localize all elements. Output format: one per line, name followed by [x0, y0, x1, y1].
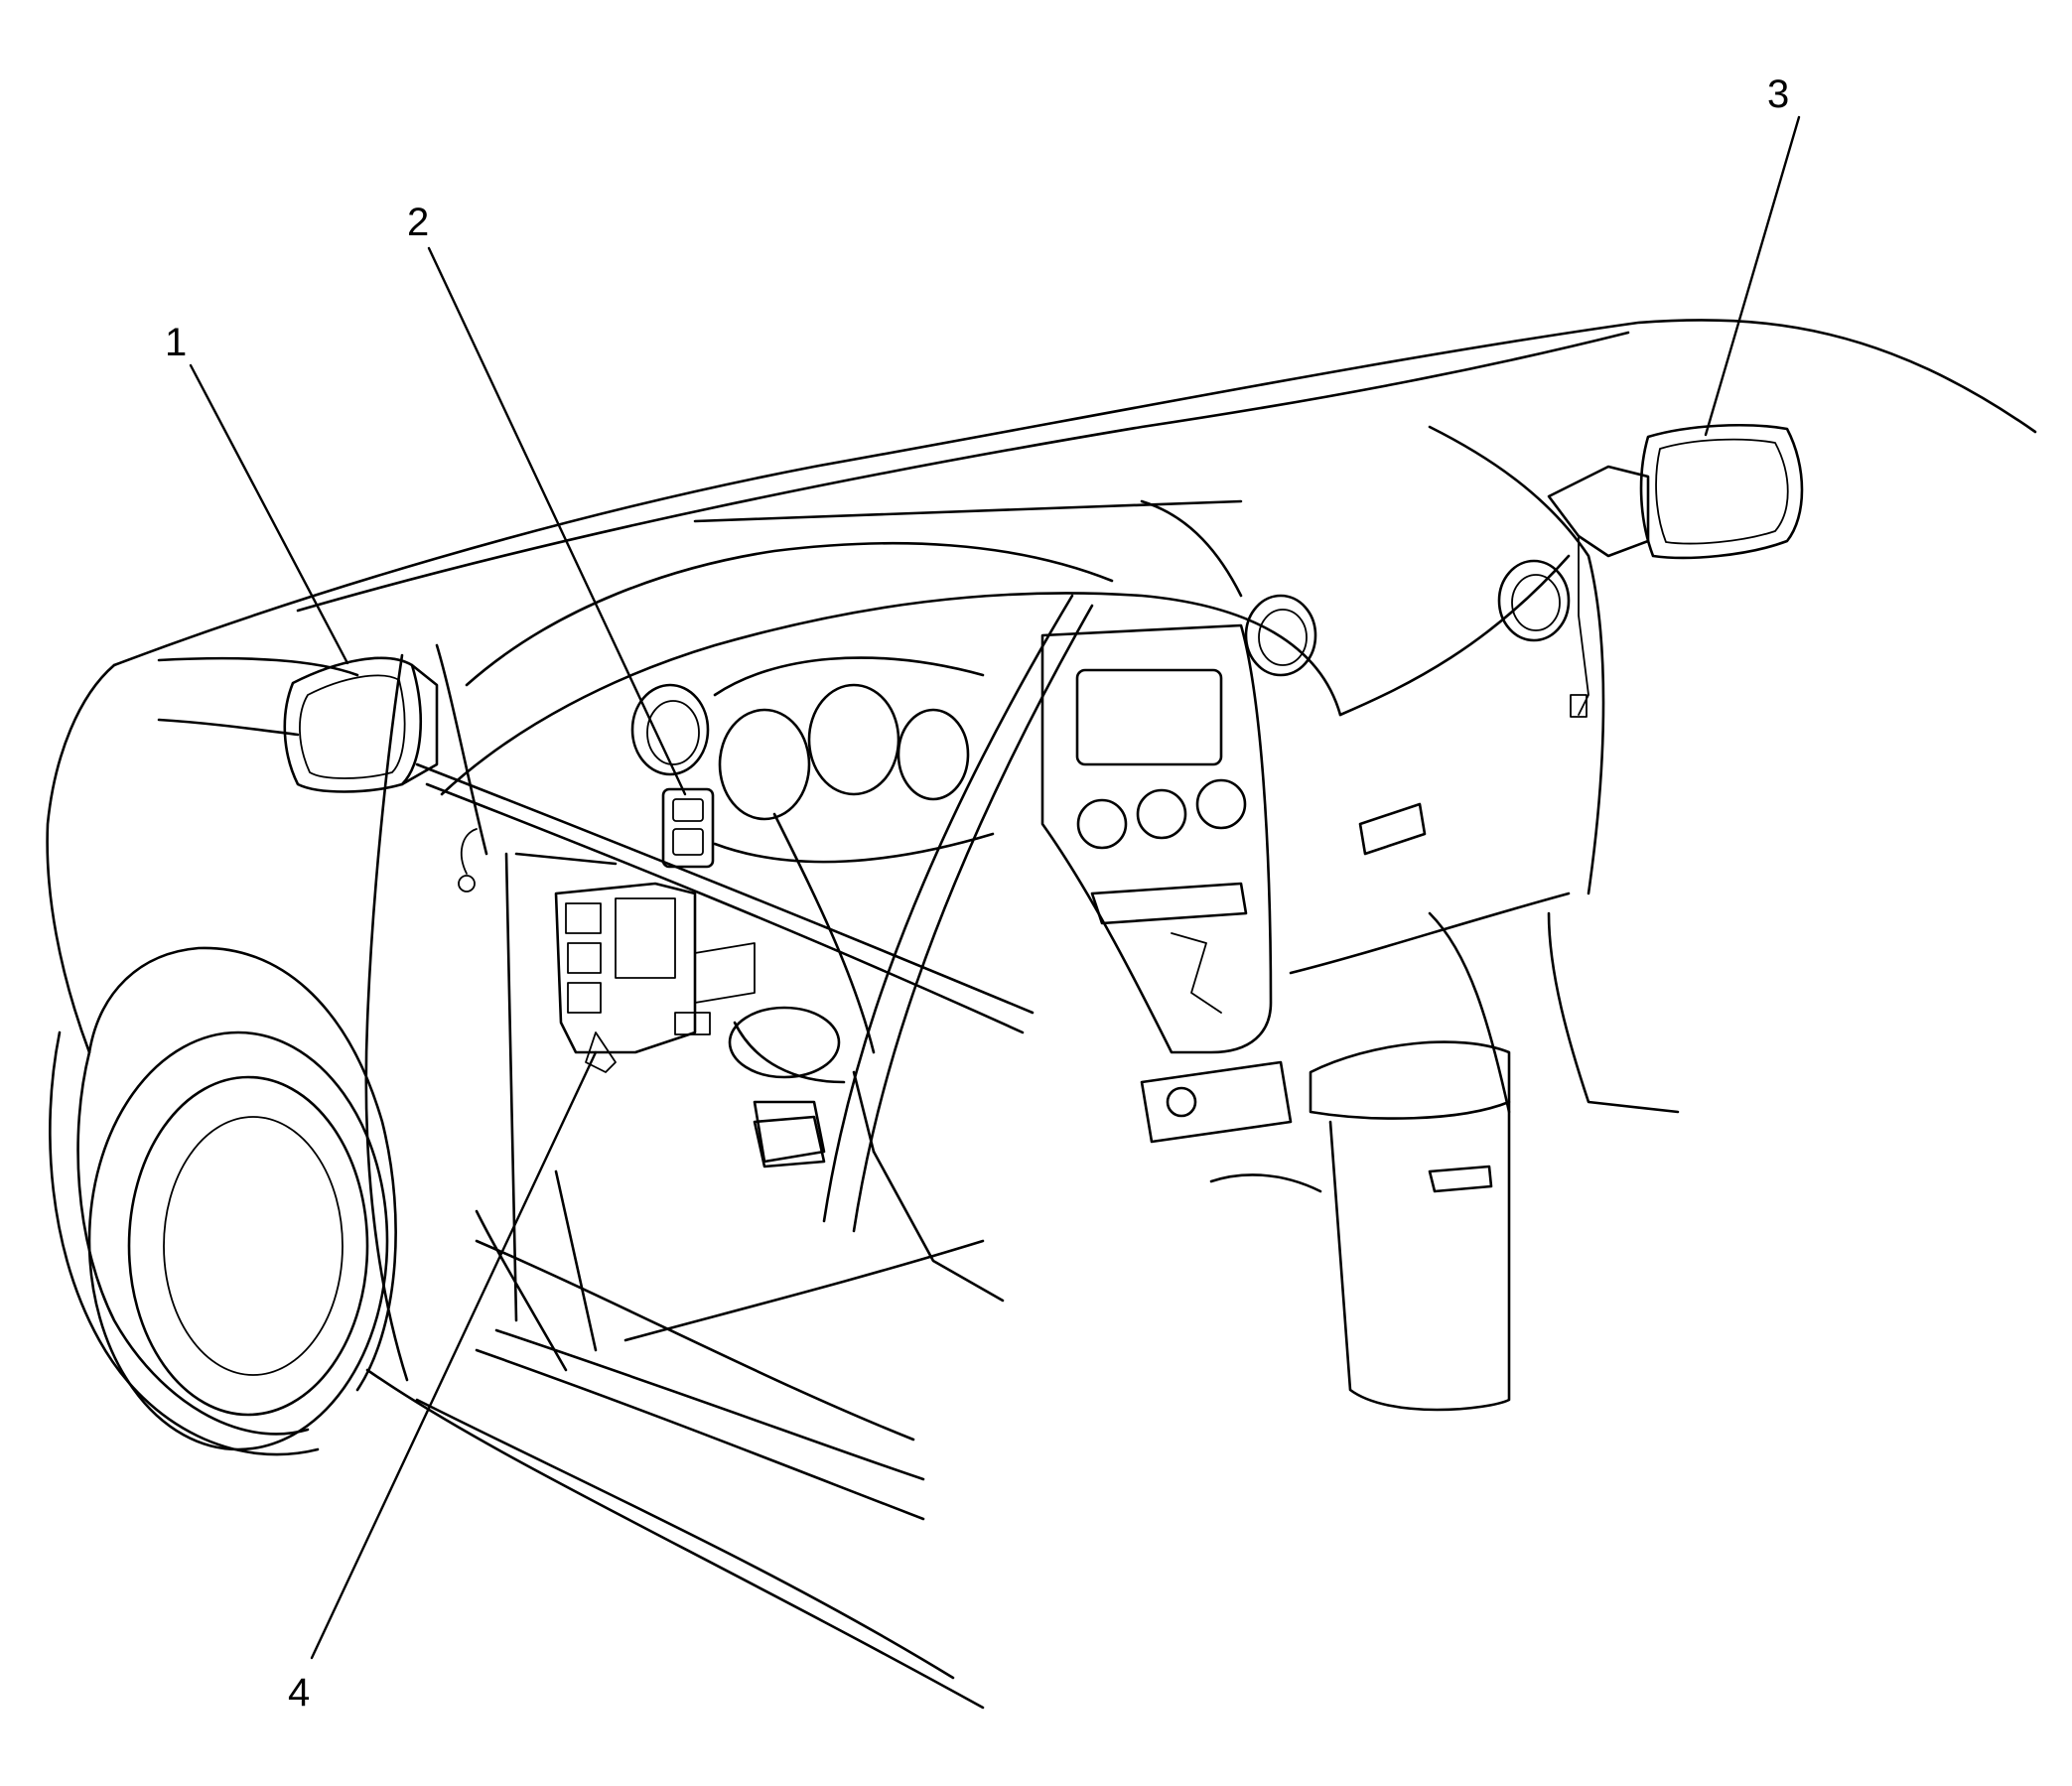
left-outside-mirror — [283, 656, 439, 793]
callout-4-leader-line — [310, 1050, 598, 1660]
vehicle-body-outline — [46, 319, 2037, 1710]
callout-3-label: 3 — [1767, 72, 1789, 116]
callout-1-leader-line — [189, 363, 349, 665]
callout-4-label: 4 — [288, 1671, 310, 1715]
callout-2-leader-line — [427, 246, 687, 796]
callout-2: 2 — [407, 201, 687, 796]
instrument-panel — [415, 425, 1680, 1412]
callout-2-label: 2 — [407, 201, 429, 244]
callout-1: 1 — [165, 321, 349, 665]
junction-block — [458, 828, 756, 1073]
right-outside-mirror — [1547, 423, 1804, 718]
callout-4: 4 — [288, 1050, 598, 1715]
callout-3-leader-line — [1704, 115, 1801, 437]
callout-3: 3 — [1704, 72, 1801, 437]
outside-mirror-switch — [661, 787, 715, 869]
callout-1-label: 1 — [165, 321, 187, 364]
